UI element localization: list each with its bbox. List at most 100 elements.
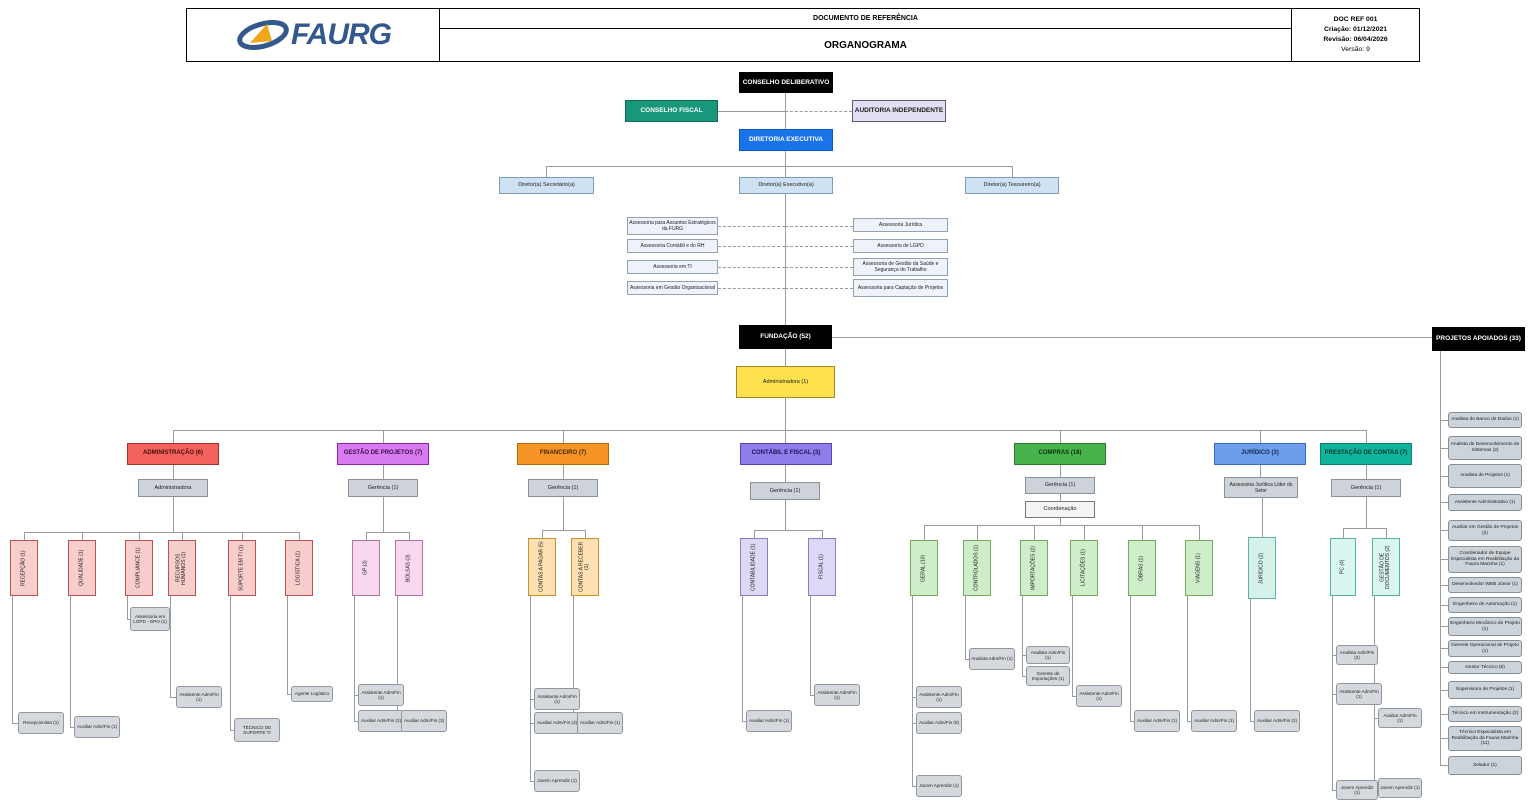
head-financeiro: Gerência (1) bbox=[528, 479, 598, 497]
node-conselho-fiscal: CONSELHO FISCAL bbox=[625, 100, 718, 122]
proj-role-15: Zelador (1) bbox=[1448, 756, 1522, 775]
role-tecnico-suporte-ti: TÉCNICO DE SUPORTE TI bbox=[234, 718, 280, 742]
sector-compliance: COMPLIANCE (1) bbox=[125, 540, 153, 596]
sector-recepcao: RECEPÇÃO (1) bbox=[10, 540, 38, 596]
node-diretor-secretario: Diretor(a) Secretário(a) bbox=[499, 177, 594, 194]
role-controlados-analista: Analista Adm/Fin (1) bbox=[969, 648, 1015, 670]
sector-gp: GP (3) bbox=[352, 540, 380, 596]
node-assessoria-assuntos-estrategicos: Assessoria para Assuntos Estratégicos da… bbox=[627, 217, 718, 235]
doc-ref-number: DOC REF 001 bbox=[1333, 16, 1378, 24]
sector-suporte-ti: SUPORTE EM TI (1) bbox=[228, 540, 256, 596]
role-agente-logistico: Agente Logístico bbox=[291, 686, 333, 702]
sector-pc: PC (4) bbox=[1330, 538, 1356, 596]
dept-gestao-projetos: GESTÃO DE PROJETOS (7) bbox=[337, 443, 429, 465]
sector-geral: GERAL (10) bbox=[910, 540, 938, 596]
role-qualidade-auxiliar: Auxiliar Adm/Fin (1) bbox=[74, 716, 120, 738]
dept-juridico: JURÍDICO (3) bbox=[1214, 443, 1306, 465]
node-assessoria-captacao-projetos: Assessoria para Captação de Projetos bbox=[853, 279, 948, 297]
role-gp-assistente: Assistente Adm/Fin (1) bbox=[358, 684, 404, 706]
compras-coordenacao: Coordenação bbox=[1025, 501, 1095, 518]
node-assessoria-saude-seguranca: Assessoria de Gestão da Saúde e Seguranç… bbox=[853, 258, 948, 276]
sector-contas-receber: CONTAS A RECEBER (1) bbox=[571, 538, 599, 596]
proj-role-7: Desenvolvedor WEB Júnior (1) bbox=[1448, 577, 1522, 593]
role-gerente-importacoes: Gerente de Importações (1) bbox=[1026, 666, 1070, 686]
head-administracao: Administradora bbox=[138, 479, 208, 497]
head-prestacao-contas: Gerência (1) bbox=[1331, 479, 1401, 497]
sector-fiscal: FISCAL (1) bbox=[808, 538, 836, 596]
doc-ref-block: DOC REF 001 Criação: 01/12/2021 Revisão:… bbox=[1291, 9, 1419, 61]
sector-juridico: JURÍDICO (2) bbox=[1248, 537, 1276, 599]
role-geral-jovem-aprendiz: Jovem Aprendiz (1) bbox=[916, 775, 962, 797]
role-geral-auxiliar: Auxiliar Adm/Fin (8) bbox=[916, 712, 962, 734]
sector-qualidade: QUALIDADE (1) bbox=[68, 540, 96, 596]
node-assessoria-ti: Assessoria em TI bbox=[627, 260, 718, 274]
role-pc-jovem-aprendiz: Jovem Aprendiz (1) bbox=[1336, 780, 1378, 800]
proj-role-10: Gerente Operacional de Projeto (1) bbox=[1448, 640, 1522, 657]
node-assessoria-juridica: Assessoria Jurídica bbox=[853, 218, 948, 232]
proj-role-9: Engenheiro Mecânico de Projeto (1) bbox=[1448, 617, 1522, 636]
node-administradora: Administradora (1) bbox=[736, 366, 835, 398]
role-contabilidade-auxiliar: Auxiliar Adm/Fin (1) bbox=[746, 710, 792, 732]
role-pc-assistente: Assistente Adm/Fin (1) bbox=[1336, 683, 1382, 705]
doc-reference-label: DOCUMENTO DE REFERÊNCIA bbox=[440, 9, 1291, 29]
proj-role-11: Gestor Técnico (6) bbox=[1448, 661, 1522, 674]
page-title: ORGANOGRAMA bbox=[824, 39, 907, 51]
proj-role-3: Analista de Projetos (1) bbox=[1448, 464, 1522, 488]
node-diretor-tesoureiro: Diretor(a) Tesoureiro(a) bbox=[965, 177, 1059, 194]
document-header: FAURG DOCUMENTO DE REFERÊNCIA ORGANOGRAM… bbox=[186, 8, 1420, 62]
proj-role-6: Coordenador de Equipe Especialista em Re… bbox=[1448, 546, 1522, 573]
sector-controlados: CONTROLADOS (1) bbox=[963, 540, 991, 596]
sector-logistica: LOGÍSTICA (1) bbox=[285, 540, 313, 596]
role-cp-jovem-aprendiz: Jovem Aprendiz (1) bbox=[534, 770, 580, 792]
sector-importacoes: IMPORTAÇÕES (2) bbox=[1020, 540, 1048, 596]
doc-criacao: Criação: 01/12/2021 bbox=[1323, 26, 1388, 34]
proj-role-2: Analista de Desenvolvimento de Sistemas … bbox=[1448, 436, 1522, 460]
role-rh-assistente: Assistente Adm/Fin (1) bbox=[176, 686, 222, 708]
dept-administracao: ADMINISTRAÇÃO (6) bbox=[127, 443, 219, 465]
role-importacoes-analista: Analista Adm/Fin (1) bbox=[1026, 646, 1070, 664]
role-juridico-auxiliar: Auxiliar Adm/Fin (2) bbox=[1254, 710, 1300, 732]
proj-role-5: Auxiliar em Gestão de Projetos (2) bbox=[1448, 520, 1522, 541]
dept-prestacao-contas: PRESTAÇÃO DE CONTAS (7) bbox=[1320, 443, 1412, 465]
dept-compras: COMPRAS (18) bbox=[1014, 443, 1106, 465]
role-cp-assistente: Assistente Adm/Fin (1) bbox=[534, 688, 580, 710]
faurg-logo: FAURG bbox=[187, 9, 440, 61]
head-compras: Gerência (1) bbox=[1025, 477, 1095, 494]
role-lgpd-dpo: Assessoria em LGPD - DPO (1) bbox=[130, 607, 170, 631]
node-auditoria-independente: AUDITORIA INDEPENDENTE bbox=[852, 100, 946, 122]
proj-role-1: Analista de Banco de Dados (1) bbox=[1448, 412, 1522, 428]
proj-role-14: Técnico Especialista em Reabilitação da … bbox=[1448, 726, 1522, 751]
role-cr-auxiliar: Auxiliar Adm/Fin (1) bbox=[577, 712, 623, 734]
node-fundacao: FUNDAÇÃO (52) bbox=[739, 325, 832, 349]
dept-financeiro: FINANCEIRO (7) bbox=[517, 443, 609, 465]
node-assessoria-gestao-organizacional: Assessoria em Gestão Organizacional bbox=[627, 281, 718, 295]
dept-contabil-fiscal: CONTÁBIL E FISCAL (3) bbox=[740, 443, 832, 465]
node-diretoria-executiva: DIRETORIA EXECUTIVA bbox=[739, 129, 833, 151]
faurg-swoosh-icon bbox=[237, 20, 289, 50]
sector-recursos-humanos: RECURSOS HUMANOS (1) bbox=[168, 540, 196, 596]
role-licitacoes-assistente: Assistente Adm/Fin (1) bbox=[1076, 685, 1122, 707]
sector-licitacoes: LICITAÇÕES (1) bbox=[1070, 540, 1098, 596]
doc-revisao: Revisão: 06/04/2026 bbox=[1323, 36, 1388, 43]
role-viagens-auxiliar: Auxiliar Adm/Fin (1) bbox=[1191, 710, 1237, 732]
head-contabil-fiscal: Gerência (1) bbox=[750, 482, 820, 500]
node-conselho-deliberativo: CONSELHO DELIBERATIVO bbox=[739, 72, 833, 93]
node-assessoria-lgpd: Assessoria de LGPD bbox=[853, 239, 948, 253]
role-bolsas-auxiliar: Auxiliar Adm/Fin (3) bbox=[401, 710, 447, 732]
role-gp-auxiliar: Auxiliar Adm/Fin (2) bbox=[358, 710, 404, 732]
proj-role-12: Supervisora de Projetos (1) bbox=[1448, 681, 1522, 699]
role-gd-jovem-aprendiz: Jovem Aprendiz (1) bbox=[1378, 778, 1422, 798]
sector-obras: OBRAS (1) bbox=[1128, 540, 1156, 596]
node-assessoria-contabil-rh: Assessoria Contábil e do RH bbox=[627, 239, 718, 253]
sector-contabilidade: CONTABILIDADE (1) bbox=[740, 538, 768, 596]
node-diretor-executivo: Diretor(a) Executivo(a) bbox=[739, 177, 833, 194]
role-gd-auxiliar: Auxiliar Adm/Fin (1) bbox=[1378, 708, 1422, 728]
proj-role-4: Assistente Administrativo (1) bbox=[1448, 494, 1522, 511]
faurg-logo-text: FAURG bbox=[291, 18, 392, 51]
role-cp-auxiliar: Auxiliar Adm/Fin (3) bbox=[534, 712, 580, 734]
role-obras-auxiliar: Auxiliar Adm/Fin (1) bbox=[1134, 710, 1180, 732]
node-projetos-apoiados: PROJETOS APOIADOS (33) bbox=[1432, 327, 1525, 351]
proj-role-13: Técnico em Instrumentação (2) bbox=[1448, 706, 1522, 722]
role-geral-assistente: Assistente Adm/Fin (1) bbox=[916, 686, 962, 708]
